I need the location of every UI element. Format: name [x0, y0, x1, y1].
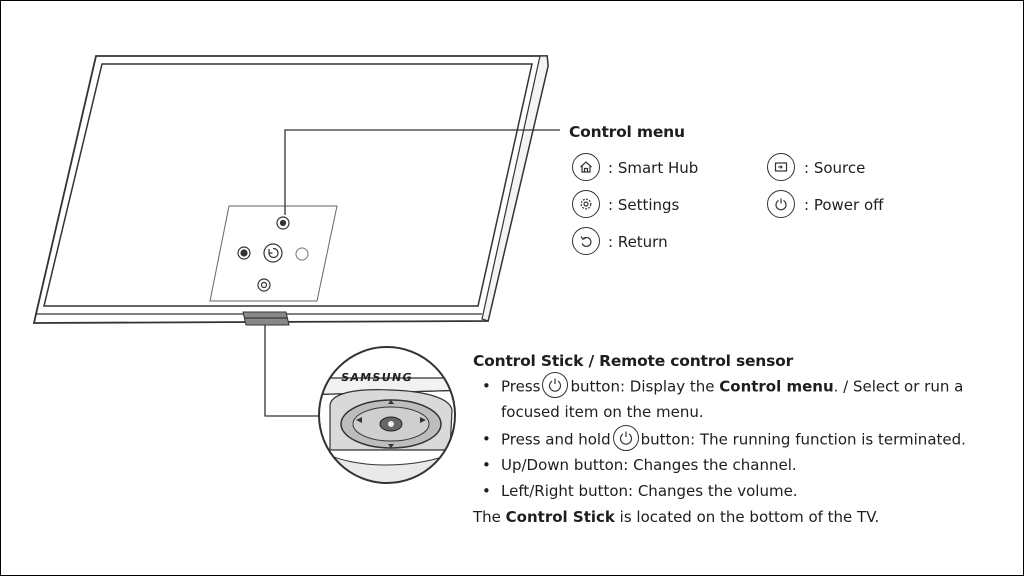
bullet-1-bold: Control menu — [719, 377, 834, 396]
power-icon — [767, 190, 795, 218]
control-stick-title: Control Stick / Remote control sensor — [473, 352, 794, 370]
magnified-brand-label: SAMSUNG — [340, 371, 414, 384]
bullet-2-post: button: The running function is terminat… — [640, 430, 966, 449]
bullet-1-marker: • — [482, 377, 491, 395]
tv-bezel-side — [481, 55, 549, 322]
inline-power-icon — [542, 372, 569, 398]
control-stick-footer: The Control Stick is located on the bott… — [473, 508, 879, 526]
control-menu-leader — [284, 129, 560, 215]
bullet-3-marker: • — [482, 456, 491, 474]
bullet-1-rest: . / Select or run a — [833, 377, 964, 396]
settings-icon — [572, 190, 600, 218]
return-label: : Return — [608, 233, 668, 251]
bullet-1-line-1: Press button: Display the Control menu. /… — [501, 372, 964, 398]
footer-post: is located on the bottom of the TV. — [614, 508, 880, 526]
bullet-1-post: button: Display the — [570, 377, 715, 396]
bullet-2-marker: • — [482, 430, 491, 448]
footer-pre: The — [473, 508, 506, 526]
magnified-control-stick — [319, 347, 455, 483]
control-menu-title: Control menu — [569, 123, 685, 141]
smart-hub-label: : Smart Hub — [608, 159, 699, 177]
footer-bold: Control Stick — [505, 508, 615, 526]
settings-label: : Settings — [608, 196, 680, 214]
bullet-1-line-2: focused item on the menu. — [501, 403, 704, 421]
source-label: : Source — [804, 159, 866, 177]
panel-icons — [237, 216, 309, 292]
bullet-4-marker: • — [482, 482, 491, 500]
source-icon — [767, 153, 795, 181]
power-off-label: : Power off — [804, 196, 884, 214]
bullet-1-pre: Press — [501, 377, 541, 396]
bullet-3-line: Up/Down button: Changes the channel. — [501, 456, 797, 474]
inline-power-icon — [612, 425, 639, 451]
bullet-2-pre: Press and hold — [501, 430, 611, 449]
home-icon — [572, 153, 600, 181]
tv-screen — [43, 63, 533, 307]
bullet-4-line: Left/Right button: Changes the volume. — [501, 482, 798, 500]
bullet-2-line: Press and hold button: The running functi… — [501, 425, 966, 451]
return-icon — [572, 227, 600, 255]
control-stick-leader — [264, 325, 320, 417]
control-menu-panel — [209, 205, 338, 302]
